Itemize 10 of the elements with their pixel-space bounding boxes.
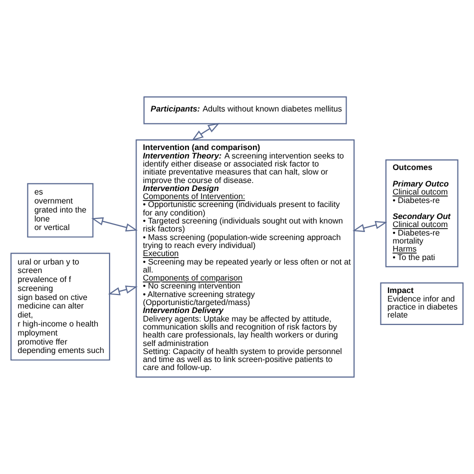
arrow bbox=[108, 286, 138, 296]
arrow bbox=[91, 217, 138, 232]
node-box: ural or urban y to screen prevalence of f screening sign based on ctive medicine can alter diet, r high-income o health mployment promotive ffer depending ements such bbox=[10, 252, 110, 361]
node-box: Intervention (and comparison) Intervention Theory: A screening intervention seeks to identify either disease or associated risk factor to initiate preventative measures that can halt, slow or improve the course of disease. Intervention Design Components of Intervention: • Opportunistic screening (individuals present to facility for any condition) • Targeted screening (individuals sought out with known risk factors) • Mass screening (population-wide screening approach trying to reach every individual) Execution • Screening may be repeated yearly or less often or not at all. Components of comparison • No screening intervention • Alternative screening strategy (Opportunistic/targeted/mass) Intervention Delivery Delivery agents: Uptake may be affected by attitude, communication skills and recognition of risk factors by health care professionals, lay health workers or during self administration Setting: Capacity of health system to provide personnel and time as well as to link screen-positive patients to care and follow-up. bbox=[136, 139, 355, 378]
node-box: Impact Evidence infor and practice in diabetes relate bbox=[380, 282, 464, 325]
arrow bbox=[192, 122, 220, 141]
arrow bbox=[352, 220, 388, 232]
node-box: Participants: Adults without known diabetes mellitus bbox=[143, 96, 347, 124]
node-box: Outcomes Primary Outco Clinical outcom • Diabetes-re Secondary Out Clinical outcom • Diabetes-re mortality Harms • To the pati bbox=[385, 159, 458, 268]
node-box: es overnment grated into the lone or vertical bbox=[27, 183, 94, 238]
